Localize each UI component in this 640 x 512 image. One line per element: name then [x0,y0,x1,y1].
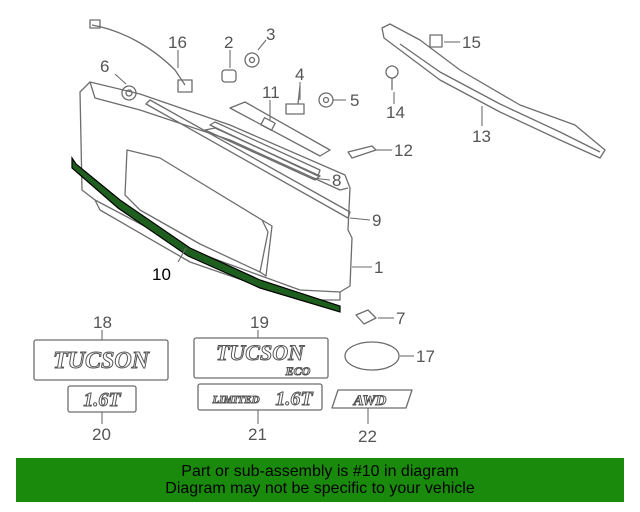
svg-text:TUCSON: TUCSON [53,348,151,374]
callout-11: 11 [262,83,280,102]
callout-12: 12 [394,141,413,160]
callout-15: 15 [462,33,481,52]
callout-22: 22 [358,427,377,446]
rail-13 [381,23,606,159]
callout-13: 13 [472,127,491,146]
callout-6: 6 [100,57,109,76]
callout-2: 2 [224,33,233,52]
callout-4: 4 [295,65,304,84]
emblem-awd: AWD [331,389,413,410]
callout-8: 8 [332,171,341,190]
emblem-tucson: TUCSON [33,339,169,381]
emblem-limited-16t: LIMITED 1.6T [197,383,323,411]
svg-text:TUCSON: TUCSON [216,340,305,365]
strip-9 [145,99,351,219]
svg-text:1.6T: 1.6T [275,388,313,410]
callout-18: 18 [93,313,112,332]
svg-text:LIMITED: LIMITED [211,394,259,406]
emblem-16t: 1.6T [67,385,137,413]
banner-line-2: Diagram may not be specific to your vehi… [165,480,475,497]
callout-9: 9 [372,211,381,230]
callout-5: 5 [350,91,359,110]
callout-21: 21 [248,425,267,444]
callout-1: 1 [374,258,383,277]
callout-20: 20 [92,425,111,444]
callout-10: 10 [152,265,171,284]
callout-14: 14 [386,103,405,122]
emblem-tucson-eco: TUCSON ECO [193,337,329,379]
callout-7: 7 [396,309,405,328]
banner-line-1: Part or sub-assembly is #10 in diagram [181,463,459,480]
info-banner: Part or sub-assembly is #10 in diagram D… [16,458,624,502]
part-10-molding [71,156,341,313]
callout-16: 16 [168,33,187,52]
callout-17: 17 [416,347,435,366]
svg-text:AWD: AWD [353,393,387,409]
svg-text:ECO: ECO [285,364,311,378]
oval-emblem [344,341,400,371]
callout-19: 19 [250,313,269,332]
hardware [89,19,443,325]
callout-3: 3 [266,25,275,44]
bracket-11 [229,101,331,157]
svg-text:1.6T: 1.6T [83,389,121,411]
leader-lines [101,39,483,424]
